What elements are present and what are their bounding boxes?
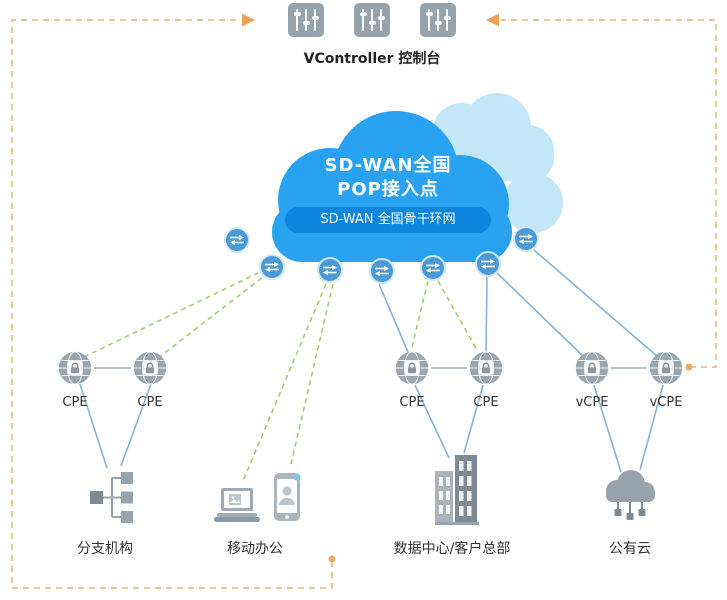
cpe-globe-icon xyxy=(133,351,167,385)
laptop-icon xyxy=(214,488,260,522)
swap-node-icon xyxy=(513,226,539,252)
vcontroller-icon-group xyxy=(288,3,456,37)
swap-node-icon xyxy=(475,251,501,277)
cpe-globe-icon xyxy=(469,351,503,385)
controller-icon xyxy=(288,3,324,37)
management-dot-bottom xyxy=(328,555,336,563)
site-label-datacenter: 数据中心/客户总部 xyxy=(393,541,511,557)
site-label-mobile: 移动办公 xyxy=(227,541,283,557)
backbone-band-label: SD-WAN 全国骨干环网 xyxy=(285,207,491,233)
vcpe-label: vCPE xyxy=(575,395,609,410)
swap-node-icon xyxy=(317,257,343,283)
cloud-title-line2: POP接入点 xyxy=(337,179,439,200)
site-label-branch: 分支机构 xyxy=(77,541,133,557)
site-label-cloud: 公有云 xyxy=(609,541,651,557)
management-dot-right xyxy=(685,363,693,371)
management-arrow-right xyxy=(486,13,499,27)
cloud-title-line1: SD-WAN全国 xyxy=(324,155,452,176)
branch-network-icon xyxy=(90,472,133,523)
vcpe-globe-icon xyxy=(649,351,683,385)
datacenter-building-icon xyxy=(435,455,479,525)
swap-node-icon xyxy=(420,255,446,281)
vcpe-globe-icon xyxy=(575,351,609,385)
vcontroller-label: VController 控制台 xyxy=(303,51,441,67)
management-arrow-left xyxy=(242,13,255,27)
cpe-globe-icon xyxy=(58,351,92,385)
cpe-label: CPE xyxy=(399,395,425,410)
primary-links xyxy=(79,249,664,473)
swap-node-icon xyxy=(259,254,285,280)
public-cloud-icon xyxy=(606,470,655,520)
swap-node-icon xyxy=(224,227,250,253)
cpe-label: CPE xyxy=(473,395,499,410)
smartphone-icon xyxy=(274,473,301,521)
controller-icon xyxy=(354,3,390,37)
cpe-globe-icon xyxy=(395,351,429,385)
swap-node-icon xyxy=(369,258,395,284)
backup-links xyxy=(83,272,478,482)
vcpe-label: vCPE xyxy=(649,395,683,410)
cpe-label: CPE xyxy=(137,395,163,410)
cpe-label: CPE xyxy=(62,395,88,410)
controller-icon xyxy=(420,3,456,37)
management-loop xyxy=(11,13,717,589)
